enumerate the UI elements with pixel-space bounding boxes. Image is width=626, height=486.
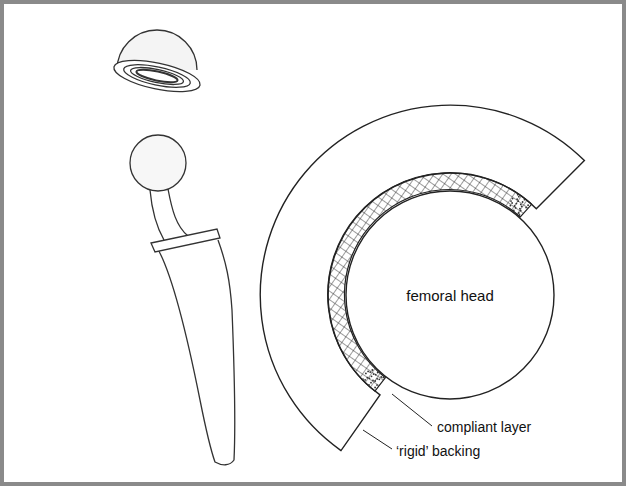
stipple-dot bbox=[515, 207, 517, 209]
stipple-dot bbox=[374, 387, 376, 389]
acetabular-cup bbox=[111, 30, 202, 98]
stipple-dot bbox=[376, 378, 378, 380]
femoral-head-circle: femoral head bbox=[345, 190, 555, 400]
stipple-dot bbox=[382, 377, 384, 379]
stipple-dot bbox=[366, 377, 368, 379]
stipple-dot bbox=[519, 214, 521, 216]
stipple-dot bbox=[512, 198, 514, 200]
stipple-dot bbox=[372, 380, 374, 382]
stipple-dot bbox=[527, 204, 529, 206]
stipple-dot bbox=[369, 371, 371, 373]
stipple-dot bbox=[371, 375, 373, 377]
femoral-stem bbox=[130, 135, 235, 465]
stipple-dot bbox=[380, 376, 382, 378]
rigid-backing bbox=[260, 105, 584, 450]
stipple-dot bbox=[364, 379, 366, 381]
stipple-dot bbox=[510, 200, 512, 202]
stipple-dot bbox=[518, 196, 520, 198]
stipple-dot bbox=[370, 382, 372, 384]
stipple-dot bbox=[373, 373, 375, 375]
leader-line bbox=[392, 394, 432, 426]
stipple-dot bbox=[513, 209, 515, 211]
stipple-dot bbox=[369, 378, 371, 380]
stipple-dot bbox=[517, 200, 519, 202]
stipple-dot bbox=[367, 371, 369, 373]
stipple-dot bbox=[514, 205, 516, 207]
stipple-dot bbox=[365, 373, 367, 375]
stipple-dot bbox=[519, 208, 521, 210]
stipple-dot bbox=[522, 201, 524, 203]
node-label: femoral head bbox=[406, 287, 494, 304]
stipple-dot bbox=[371, 369, 373, 371]
stipple-dot bbox=[376, 384, 378, 386]
stipple-dot bbox=[375, 374, 377, 376]
stipple-dot bbox=[521, 206, 523, 208]
stipple-dot bbox=[517, 194, 519, 196]
stipple-dot bbox=[368, 384, 370, 386]
stipple-dot bbox=[511, 202, 513, 204]
stipple-dot bbox=[518, 212, 520, 214]
part-label: ‘rigid’ backing bbox=[395, 443, 481, 459]
stipple-dot bbox=[525, 207, 527, 209]
stipple-dot bbox=[520, 210, 522, 212]
stipple-dot bbox=[362, 378, 364, 380]
part-label: compliant layer bbox=[436, 419, 532, 435]
stipple-dot bbox=[520, 204, 522, 206]
stipple-dot bbox=[524, 199, 526, 201]
stipple-dot bbox=[377, 372, 379, 374]
stipple-dot bbox=[516, 203, 518, 205]
stipple-dot bbox=[374, 380, 376, 382]
stipple-dot bbox=[516, 198, 518, 200]
stipple-dot bbox=[378, 378, 380, 380]
stipple-dot bbox=[510, 205, 512, 207]
leader-line bbox=[363, 430, 392, 449]
